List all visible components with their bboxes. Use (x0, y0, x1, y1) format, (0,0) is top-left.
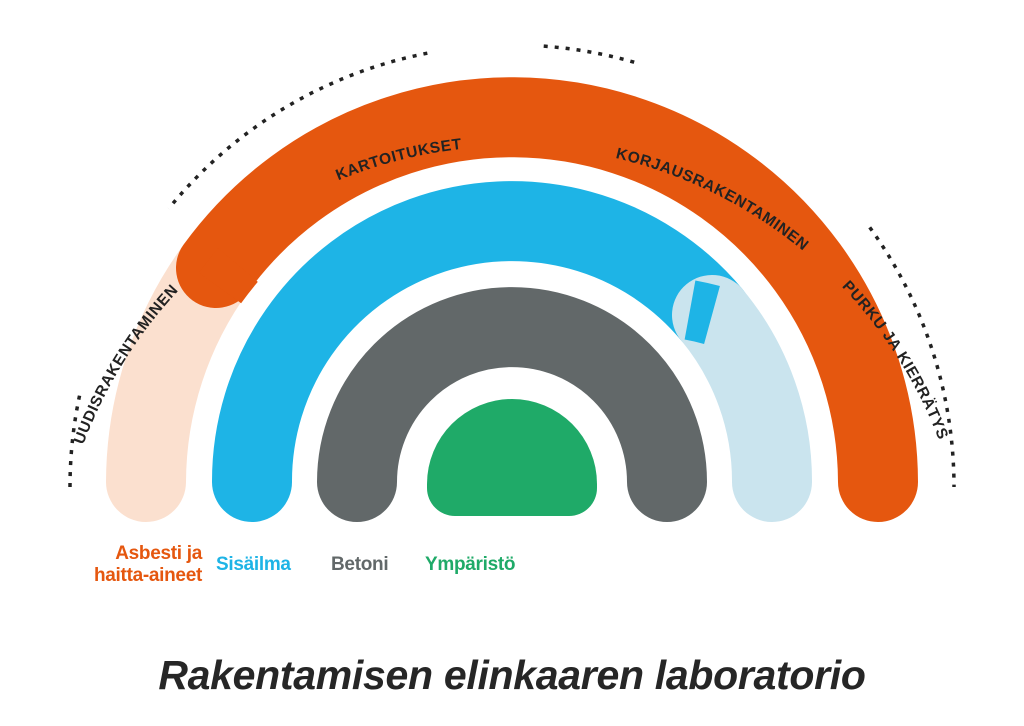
band-sisailma-segment (211, 181, 752, 522)
legend-asbesti-line2: haitta-aineet (93, 565, 202, 586)
legend-asbesti-line1: Asbesti ja (115, 543, 202, 564)
band-ymparisto (427, 399, 597, 516)
legend-asbesti: Asbesti ja haitta-aineet (86, 543, 202, 587)
band-sisailma-light-segment (672, 275, 813, 522)
band-sisailma (211, 181, 813, 522)
legend-ymparisto: Ympäristö (425, 554, 516, 575)
band-asbesti (106, 77, 918, 522)
band-betoni (317, 287, 707, 522)
legend-betoni: Betoni (331, 554, 389, 575)
band-asbesti-segment (176, 77, 918, 522)
page-title: Rakentamisen elinkaaren laboratorio (158, 652, 866, 698)
legend-sisailma: Sisäilma (216, 554, 291, 575)
